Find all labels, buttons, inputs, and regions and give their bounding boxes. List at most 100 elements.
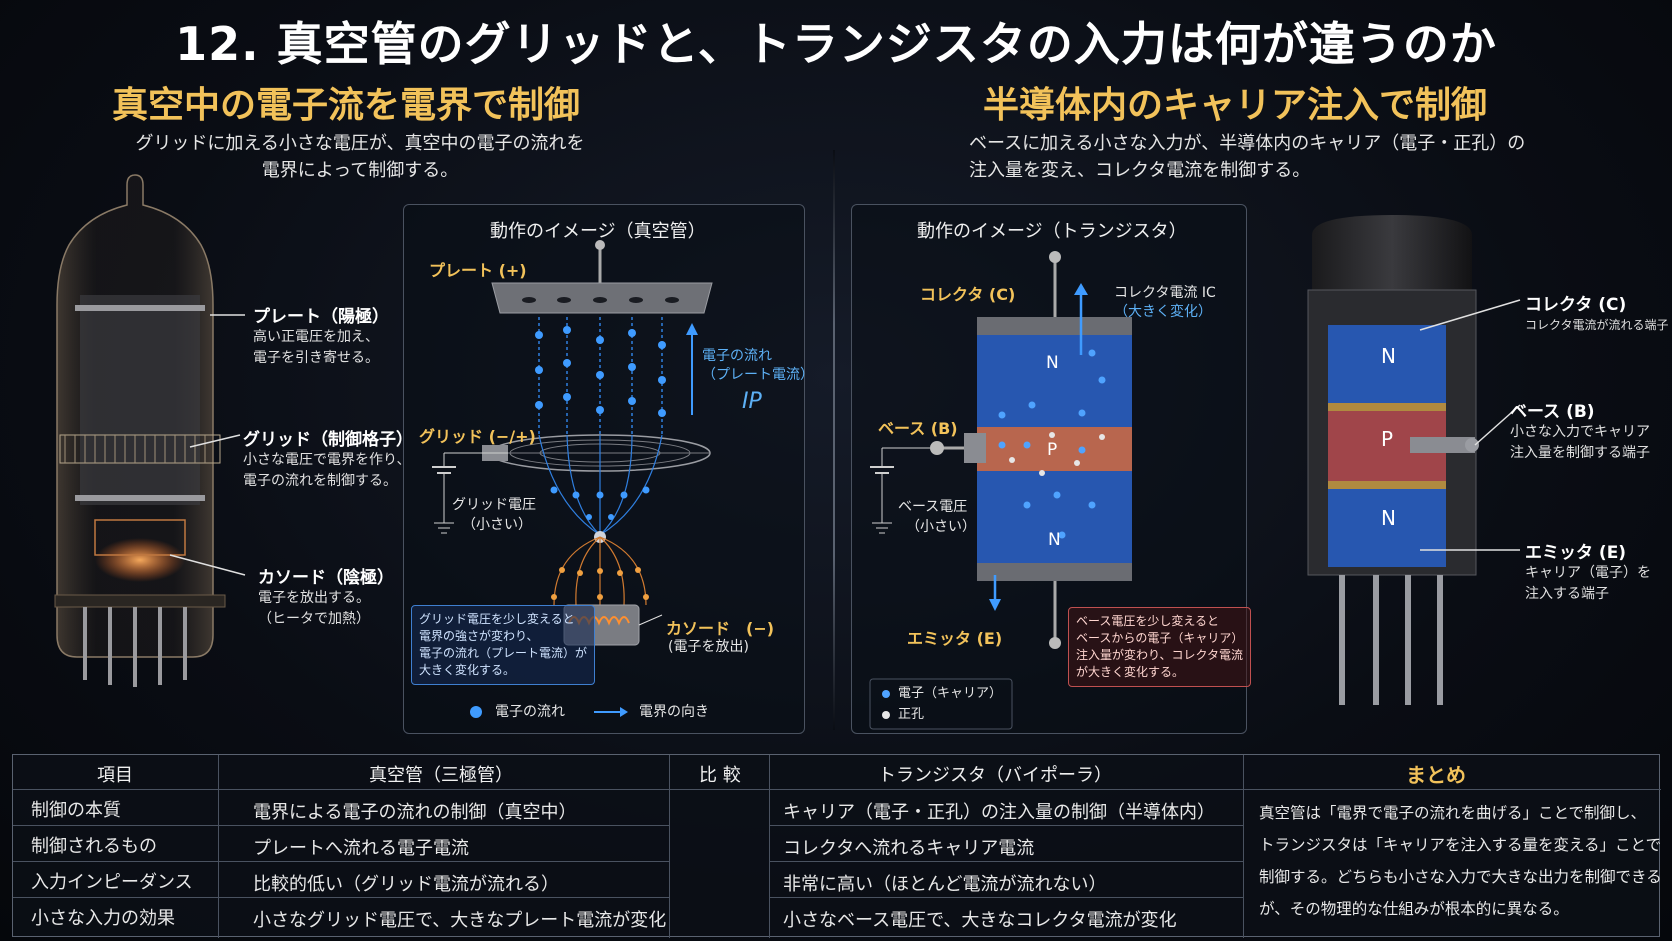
table-row-label: 小さな入力の効果	[31, 908, 175, 929]
plate-current-symbol: IP	[742, 389, 762, 414]
cathode-callout-title: カソード（陰極）	[258, 568, 394, 588]
plate-callout-line: 高い正電圧を加え、	[253, 329, 379, 345]
collector-label: コレクタ (C)	[920, 285, 1016, 304]
emitter-callout-title: エミッタ (E)	[1525, 543, 1627, 563]
device-n-bottom-label: N	[1381, 506, 1396, 530]
transistor-panel-title: 動作のイメージ（トランジスタ）	[917, 221, 1187, 242]
emitter-callout-line: 注入する端子	[1525, 586, 1609, 602]
table-cell-vacuum: 電界による電子の流れの制御（真空中）	[253, 802, 577, 823]
summary-line: 真空管は「電界で電子の流れを曲げる」ことで制御し、	[1259, 804, 1647, 822]
table-row-label: 制御されるもの	[31, 836, 157, 857]
legend-electron-flow: 電子の流れ	[495, 704, 565, 720]
vacuum-note-box: グリッド電圧を少し変えると 電界の強さが変わり、 電子の流れ（プレート電流）が …	[411, 605, 596, 685]
base-callout: ベース (B) 小さな入力でキャリア 注入量を制御する端子	[1510, 397, 1650, 464]
table-header-vacuum: 真空管（三極管）	[369, 765, 513, 786]
table-row-label: 入力インピーダンス	[31, 872, 193, 893]
summary-line: 制御する。どちらも小さな入力で大きな出力を制御できる	[1259, 868, 1662, 886]
transistor-note-line: ベースからの電子（キャリア）	[1076, 631, 1244, 645]
transistor-operation-panel: 動作のイメージ（トランジスタ）	[851, 204, 1252, 734]
collector-n-region-label: N	[1046, 353, 1059, 373]
cathode-callout-line: （ヒータで加熱）	[258, 611, 370, 627]
table-cell-transistor: 非常に高い（ほとんど電流が流れない）	[783, 874, 1107, 895]
table-cell-transistor: キャリア（電子・正孔）の注入量の制御（半導体内）	[783, 802, 1215, 823]
table-cell-vacuum: 比較的低い（グリッド電流が流れる）	[253, 874, 559, 895]
left-desc-line: 電界によって制御する。	[261, 160, 459, 181]
plate-callout-title: プレート（陽極）	[253, 307, 389, 327]
grid-callout: グリッド（制御格子） 小さな電圧で電界を作り、 電子の流れを制御する。	[243, 425, 413, 492]
summary-line: が、その物理的な仕組みが根本的に異なる。	[1259, 900, 1569, 918]
table-cell-transistor: コレクタへ流れるキャリア電流	[783, 838, 1035, 859]
base-voltage-line: ベース電圧	[898, 499, 968, 515]
vacuum-note-line: 大きく変化する。	[419, 663, 516, 677]
collector-callout-title: コレクタ (C)	[1525, 295, 1627, 315]
table-header-item: 項目	[97, 765, 133, 786]
plate-label: プレート (+)	[429, 261, 527, 280]
table-cell-transistor: 小さなベース電圧で、大きなコレクタ電流が変化	[783, 910, 1177, 931]
base-p-region-label: P	[1047, 440, 1058, 460]
center-divider	[833, 150, 835, 730]
plate-callout-line: 電子を引き寄せる。	[253, 350, 379, 366]
emitter-n-region-label: N	[1048, 530, 1061, 550]
grid-callout-line: 電子の流れを制御する。	[243, 473, 397, 489]
transistor-note-box: ベース電圧を少し変えると ベースからの電子（キャリア） 注入量が変わり、コレクタ…	[1068, 607, 1252, 687]
table-header-summary: まとめ	[1406, 763, 1466, 787]
page-title: 12. 真空管のグリッドと、トランジスタの入力は何が違うのか	[175, 17, 1497, 71]
device-n-top-label: N	[1381, 344, 1396, 368]
table-cell-vacuum: プレートへ流れる電子電流	[253, 838, 469, 859]
left-heading: 真空中の電子流を電界で制御	[112, 85, 581, 126]
grid-callout-line: 小さな電圧で電界を作り、	[243, 452, 411, 468]
electron-flow-line: （プレート電流）	[702, 367, 814, 383]
collector-current-sublabel: （大きく変化）	[1114, 304, 1212, 320]
grid-label: グリッド (−/+)	[419, 427, 536, 446]
vacuum-note-line: グリッド電圧を少し変えると	[419, 612, 575, 626]
cathode-sublabel: (電子を放出)	[668, 639, 749, 655]
transistor-note-line: が大きく変化する。	[1076, 665, 1185, 679]
grid-callout-title: グリッド（制御格子）	[243, 430, 413, 450]
summary-text: 真空管は「電界で電子の流れを曲げる」ことで制御し、 トランジスタは「キャリアを注…	[1259, 797, 1662, 925]
comparison-table: 項目 真空管（三極管） 比 較 トランジスタ（バイポーラ） まとめ 制御の本質 …	[12, 754, 1662, 938]
cathode-callout: カソード（陰極） 電子を放出する。 （ヒータで加熱）	[258, 563, 394, 630]
cathode-callout-line: 電子を放出する。	[258, 590, 370, 606]
device-p-label: P	[1381, 427, 1394, 451]
base-voltage-line: （小さい）	[906, 519, 976, 535]
collector-callout: コレクタ (C) コレクタ電流が流れる端子	[1525, 290, 1669, 336]
cathode-label: カソード (−)	[666, 619, 775, 638]
vacuum-tube-illustration	[54, 174, 246, 687]
right-description: ベースに加える小さな入力が、半導体内のキャリア（電子・正孔）の 注入量を変え、コ…	[969, 130, 1525, 184]
left-description: グリッドに加える小さな電圧が、真空中の電子の流れを 電界によって制御する。	[110, 130, 610, 184]
transistor-note-line: ベース電圧を少し変えると	[1076, 614, 1220, 628]
transistor-operation-diagram	[869, 251, 1132, 730]
table-cell-vacuum: 小さなグリッド電圧で、大きなプレート電流が変化	[253, 910, 667, 931]
summary-line: トランジスタは「キャリアを注入する量を変える」ことで	[1259, 836, 1662, 854]
base-callout-line: 注入量を制御する端子	[1510, 445, 1650, 461]
transistor-note-line: 注入量が変わり、コレクタ電流	[1076, 648, 1244, 662]
legend-field-direction: 電界の向き	[639, 704, 709, 720]
left-desc-line: グリッドに加える小さな電圧が、真空中の電子の流れを	[135, 133, 585, 154]
grid-voltage-line: （小さい）	[462, 517, 532, 533]
base-callout-line: 小さな入力でキャリア	[1510, 424, 1650, 440]
right-desc-line: ベースに加える小さな入力が、半導体内のキャリア（電子・正孔）の	[969, 133, 1526, 154]
legend-hole: 正孔	[898, 707, 925, 722]
collector-current-label: コレクタ電流 IC	[1114, 285, 1216, 301]
transistor-illustration	[1307, 215, 1521, 705]
table-header-compare: 比 較	[699, 765, 741, 786]
electron-flow-label: 電子の流れ （プレート電流）	[702, 347, 814, 385]
emitter-label: エミッタ (E)	[907, 629, 1003, 648]
grid-voltage-label: グリッド電圧 （小さい）	[452, 495, 536, 535]
table-row-label: 制御の本質	[31, 800, 121, 821]
electron-flow-line: 電子の流れ	[702, 348, 772, 364]
vacuum-note-line: 電子の流れ（プレート電流）が	[419, 646, 588, 660]
emitter-callout: エミッタ (E) キャリア（電子）を 注入する端子	[1525, 538, 1651, 605]
base-voltage-label: ベース電圧 （小さい）	[898, 497, 976, 537]
vacuum-note-line: 電界の強さが変わり、	[419, 629, 539, 643]
grid-voltage-line: グリッド電圧	[452, 497, 536, 513]
table-header-transistor: トランジスタ（バイポーラ）	[878, 765, 1112, 786]
base-label: ベース (B)	[878, 419, 958, 438]
vacuum-panel-title: 動作のイメージ（真空管）	[490, 221, 706, 242]
collector-callout-line: コレクタ電流が流れる端子	[1525, 318, 1669, 332]
vacuum-tube-operation-panel: 動作のイメージ（真空管）	[403, 204, 814, 734]
emitter-callout-line: キャリア（電子）を	[1525, 565, 1651, 581]
right-heading: 半導体内のキャリア注入で制御	[983, 85, 1488, 126]
legend-electron-carrier: 電子（キャリア）	[898, 686, 1003, 701]
plate-callout: プレート（陽極） 高い正電圧を加え、 電子を引き寄せる。	[253, 302, 389, 369]
